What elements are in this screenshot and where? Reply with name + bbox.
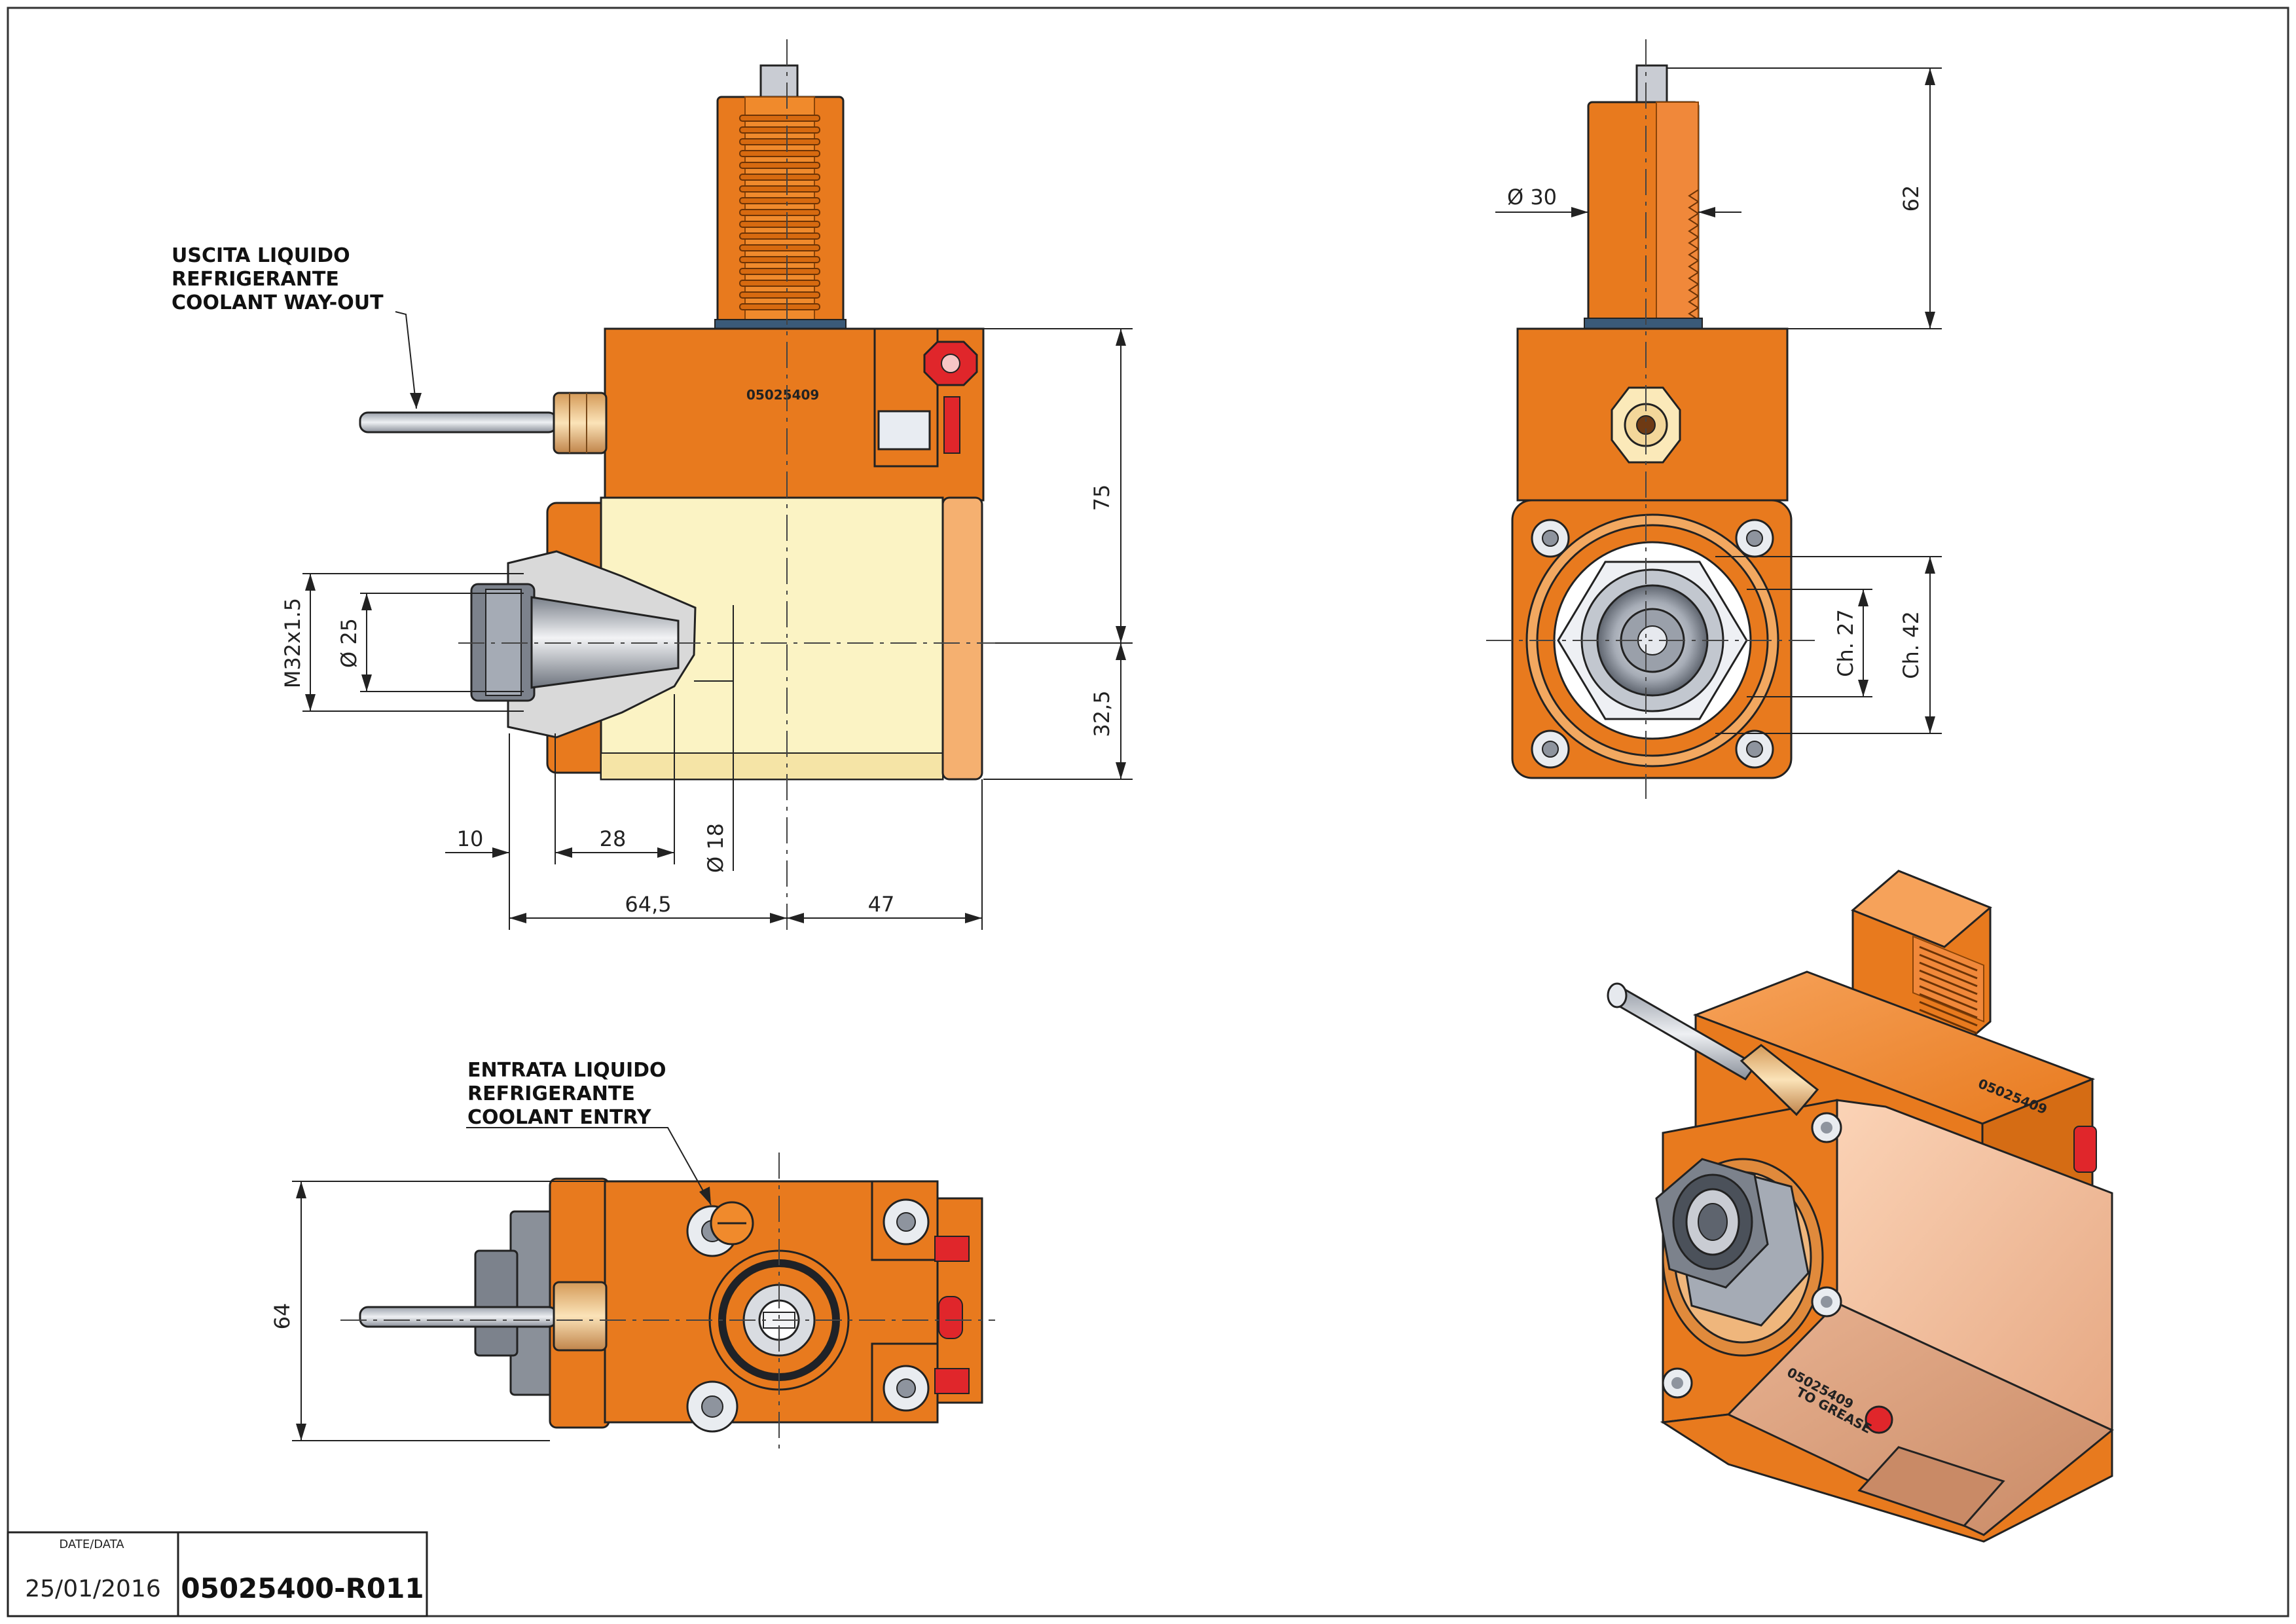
iso-red-fitting [2073, 1126, 2097, 1173]
dim-ch-42: Ch. 42 [1899, 611, 1923, 679]
side-tooth [1688, 236, 1699, 249]
sheet-border [7, 7, 2289, 1617]
drive-rib [739, 303, 820, 310]
coolant-out-pipe [359, 411, 558, 434]
drive-rib [739, 162, 820, 169]
date-value: 25/01/2016 [25, 1576, 161, 1602]
bottom-red-fitting-bottom [934, 1368, 970, 1394]
drive-rib [739, 232, 820, 240]
dim-64: 64 [270, 1303, 295, 1330]
side-bolts [1531, 519, 1774, 769]
iso-tooth [1919, 969, 1978, 995]
note-coolant-out-3: COOLANT WAY-OUT [172, 291, 384, 314]
side-tooth [1688, 272, 1699, 285]
dim-62: 62 [1899, 185, 1923, 212]
front-view: 05025409 [172, 39, 1133, 930]
note-coolant-in-1: ENTRATA LIQUIDO [467, 1059, 666, 1082]
coolant-out-fitting [553, 392, 608, 454]
drive-rib [739, 280, 820, 287]
side-tooth [1688, 284, 1699, 297]
drive-rib [739, 185, 820, 193]
title-block: DATE/DATA 25/01/2016 05025400-R011 [7, 1531, 428, 1617]
iso-tooth [1919, 1008, 1978, 1035]
iso-tooth [1919, 1001, 1978, 1027]
drive-rib [739, 291, 820, 299]
dim-64-5: 64,5 [625, 892, 671, 917]
side-tooth [1688, 189, 1699, 202]
drive-rib [739, 150, 820, 157]
iso-tooth [1919, 985, 1978, 1011]
side-view: Ø 30 62 Ch. 27 Ch. 42 [1486, 39, 1942, 799]
red-plug [943, 396, 960, 454]
dim-dia-25: Ø 25 [337, 618, 361, 668]
dim-47: 47 [868, 892, 895, 917]
bottom-red-fitting-top [934, 1236, 970, 1262]
side-tooth [1688, 213, 1699, 226]
side-drive-teeth [1656, 101, 1699, 324]
pocket-insert [877, 410, 931, 451]
drive-rib [739, 174, 820, 181]
side-tooth [1688, 260, 1699, 273]
dim-75: 75 [1089, 485, 1114, 511]
iso-tooth [1919, 993, 1978, 1019]
note-coolant-out-1: USCITA LIQUIDO [172, 244, 350, 267]
drive-rib [739, 256, 820, 263]
drive-rib [739, 126, 820, 134]
drive-rib [739, 244, 820, 251]
dim-thread: M32x1.5 [280, 598, 305, 688]
side-tooth [1688, 248, 1699, 261]
part-marking: 05025409 [746, 387, 819, 403]
iso-tooth [1919, 953, 1978, 980]
side-drive-tang [1635, 64, 1668, 103]
drive-tang [759, 64, 799, 98]
side-tooth [1688, 201, 1699, 214]
drive-rib [739, 197, 820, 204]
iso-coolant-fitting [1740, 1044, 1819, 1116]
side-tooth [1688, 225, 1699, 238]
iso-drive-teeth [1919, 946, 1978, 1035]
side-seal-ring [1584, 318, 1703, 329]
note-coolant-in-2: REFRIGERANTE [467, 1082, 635, 1105]
iso-grease-pocket [1857, 1446, 2005, 1527]
red-fitting-hole [941, 354, 960, 373]
drive-rib [739, 138, 820, 145]
bottom-coolant-pipe [359, 1306, 558, 1328]
dim-10: 10 [457, 826, 484, 851]
iso-grease-nipple [1865, 1405, 1893, 1434]
bottom-red-plug [938, 1296, 963, 1339]
cream-face-lip [600, 752, 943, 780]
bottom-view: 64 ENTRATA LIQUIDO REFRIGERANTE COOLANT … [270, 1059, 995, 1454]
drive-shaft-ribs [739, 115, 820, 310]
dim-dia-18: Ø 18 [703, 823, 728, 873]
dim-28: 28 [600, 826, 627, 851]
iso-tooth [1919, 961, 1978, 987]
iso-tooth [1919, 946, 1978, 972]
isometric-view: 05025409 TO GREASE 05025409 [1607, 870, 2114, 1543]
drive-rib [739, 115, 820, 122]
drive-rib [739, 268, 820, 275]
iso-tooth [1919, 977, 1978, 1003]
side-tooth [1688, 295, 1699, 308]
note-coolant-in-3: COOLANT ENTRY [467, 1106, 652, 1129]
drawing-code: 05025400-R011 [181, 1572, 424, 1604]
date-label: DATE/DATA [59, 1538, 124, 1551]
note-coolant-out-2: REFRIGERANTE [172, 268, 339, 291]
dim-dia-30: Ø 30 [1507, 185, 1557, 210]
drive-rib [739, 221, 820, 228]
drive-rib [739, 209, 820, 216]
peach-flange [941, 496, 983, 781]
dim-32-5: 32,5 [1089, 690, 1114, 737]
dim-ch-27: Ch. 27 [1833, 609, 1858, 677]
